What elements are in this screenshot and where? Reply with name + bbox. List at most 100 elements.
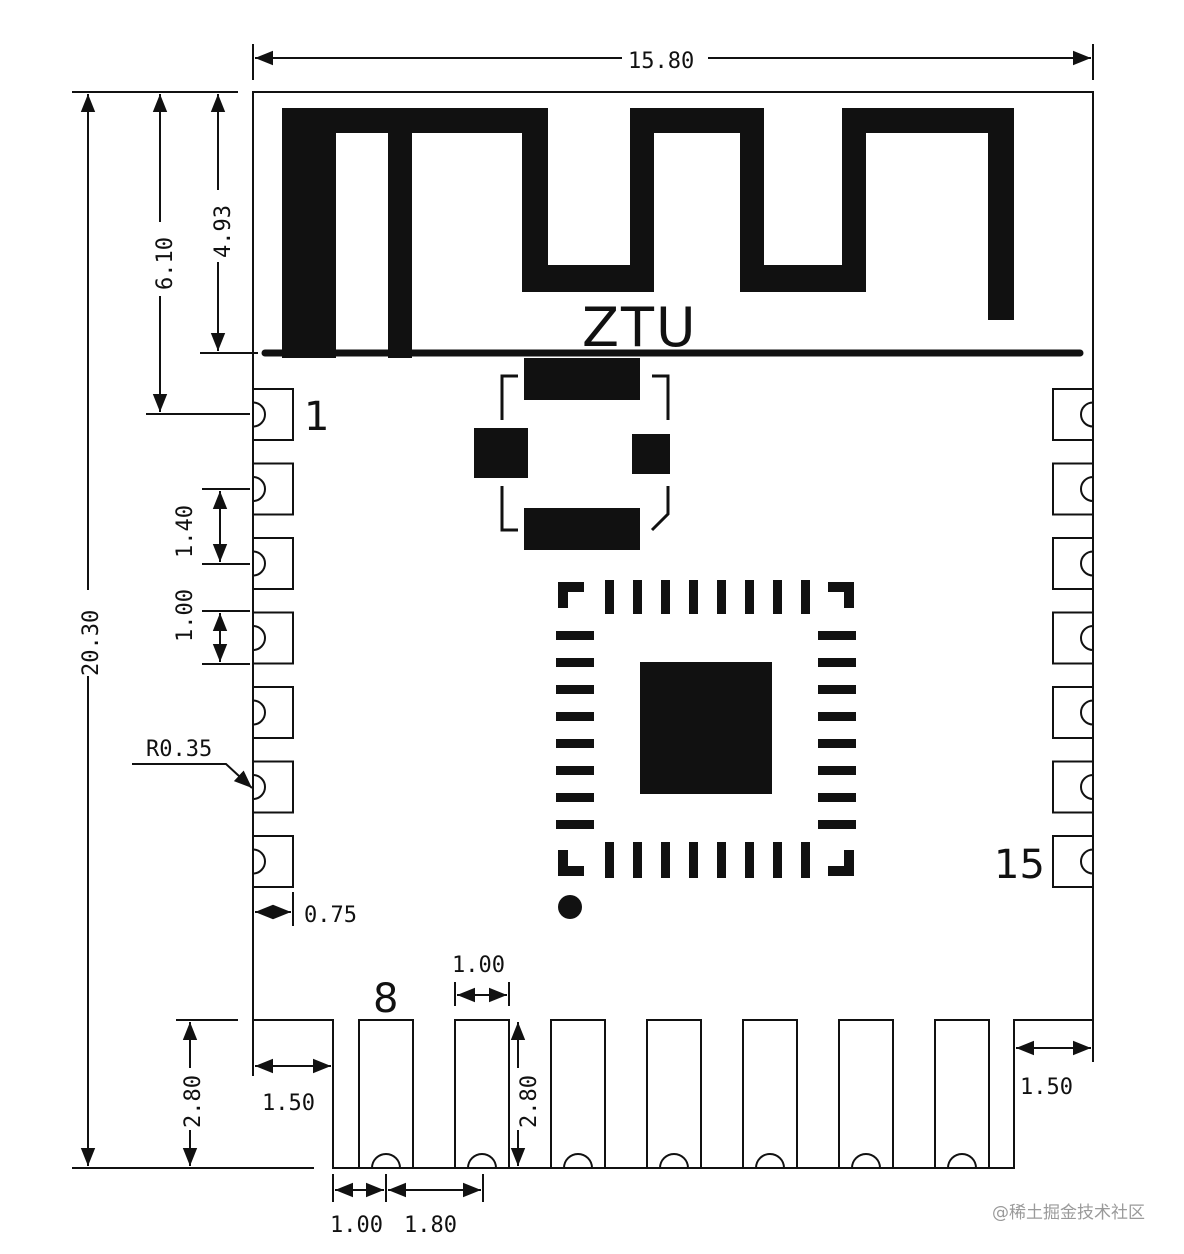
side-pad-left xyxy=(253,686,294,739)
dim-leg-height-mid: 2.80 xyxy=(510,1022,542,1166)
bottom-pad-hole xyxy=(659,1153,689,1169)
qfn-pin-left xyxy=(556,793,594,802)
watermark: @稀土掘金技术社区 xyxy=(992,1203,1145,1223)
dim-height: 20.30 xyxy=(72,91,314,1169)
dim-antenna-offset: 6.10 xyxy=(146,94,250,415)
bottom-pad-hole xyxy=(467,1153,497,1169)
qfn-pin-left xyxy=(556,658,594,667)
dim-bottom-pitch: 1.00 1.80 xyxy=(330,1174,484,1238)
side-pad-left xyxy=(253,537,294,590)
side-pad-left-hole xyxy=(252,401,266,428)
dim-antenna-height-label: 4.93 xyxy=(211,205,236,258)
side-pad-right-hole xyxy=(1080,848,1094,875)
side-pad-right-hole xyxy=(1080,625,1094,651)
qfn-pin-right xyxy=(818,712,856,721)
dim-bottom-pitch-label: 1.80 xyxy=(404,1213,457,1238)
side-pad-right xyxy=(1052,760,1093,814)
crystal-component xyxy=(474,358,670,550)
dim-leg-height-mid-label: 2.80 xyxy=(517,1075,542,1128)
side-pad-right xyxy=(1052,611,1093,665)
bottom-pad-hole xyxy=(947,1153,977,1169)
qfn-pin-top xyxy=(689,580,698,614)
dim-pitch-side: 1.40 xyxy=(173,488,250,565)
qfn-pin-right xyxy=(818,820,856,829)
qfn-pin-left xyxy=(556,820,594,829)
bottom-pad xyxy=(742,1019,798,1168)
side-pad-left-hole xyxy=(252,550,266,577)
qfn-pin-top xyxy=(605,580,614,614)
qfn-pin-left xyxy=(556,685,594,694)
qfn-pin-bottom xyxy=(773,842,782,878)
side-pad-right-hole xyxy=(1080,550,1094,577)
bottom-pad xyxy=(454,1019,510,1168)
qfn-pin-top xyxy=(633,580,642,614)
brand-label: ZTU xyxy=(582,296,698,359)
pin-15-label: 15 xyxy=(994,842,1045,888)
dim-margin-right-label: 1.50 xyxy=(1020,1075,1073,1100)
qfn-pin-right xyxy=(818,631,856,640)
side-pad-left-hole xyxy=(252,774,266,800)
qfn-pin-bottom xyxy=(605,842,614,878)
qfn-pin-bottom xyxy=(717,842,726,878)
side-pad-right-hole xyxy=(1080,774,1094,800)
dim-height-label: 20.30 xyxy=(79,610,104,676)
side-pads xyxy=(252,388,1094,888)
qfn-pin-top xyxy=(661,580,670,614)
side-pad-left-hole xyxy=(252,848,266,875)
qfn-pin-right xyxy=(818,685,856,694)
bottom-pad-hole xyxy=(371,1153,401,1169)
side-pad-left xyxy=(253,760,294,814)
side-pad-right xyxy=(1052,537,1093,590)
qfn-chip xyxy=(556,580,856,919)
dim-antenna-height: 4.93 xyxy=(200,94,258,354)
dim-pad-depth-label: 0.75 xyxy=(304,903,357,928)
dim-pad-width-bottom-label: 1.00 xyxy=(452,953,505,978)
dim-leg-height-left: 2.80 xyxy=(176,1019,238,1166)
qfn-pin-bottom xyxy=(801,842,810,878)
dim-margin-left-label: 1.50 xyxy=(262,1091,315,1116)
side-pad-left xyxy=(253,835,294,888)
side-pad-right-hole xyxy=(1080,476,1094,502)
dim-leg-height-left-label: 2.80 xyxy=(181,1075,206,1128)
bottom-pad xyxy=(838,1019,894,1168)
qfn-pin-top xyxy=(773,580,782,614)
bottom-pad-hole xyxy=(563,1153,593,1169)
side-pad-left xyxy=(253,462,294,516)
qfn-pin-bottom xyxy=(689,842,698,878)
qfn-pin-top xyxy=(745,580,754,614)
dim-pad-width-bottom: 1.00 xyxy=(452,953,510,1006)
bottom-pad xyxy=(934,1019,990,1168)
dim-radius: R0.35 xyxy=(132,737,253,789)
side-pad-left-hole xyxy=(252,699,266,726)
bottom-pad xyxy=(550,1019,606,1168)
qfn-pin-right xyxy=(818,739,856,748)
bottom-pad xyxy=(646,1019,702,1168)
side-pad-left xyxy=(253,388,294,441)
bottom-pad-hole xyxy=(755,1153,785,1169)
side-pad-right xyxy=(1052,686,1093,739)
qfn-pin-bottom xyxy=(633,842,642,878)
side-pad-right-hole xyxy=(1080,699,1094,726)
dim-pitch-side-label: 1.40 xyxy=(173,505,198,558)
dim-pad-width-side-label: 1.00 xyxy=(173,589,198,642)
side-pad-left xyxy=(253,611,294,665)
qfn-pin-left xyxy=(556,766,594,775)
qfn-pin-left xyxy=(556,739,594,748)
side-pad-right xyxy=(1052,462,1093,516)
qfn-pin-right xyxy=(818,793,856,802)
qfn-pin-right xyxy=(818,658,856,667)
qfn-pin-left xyxy=(556,712,594,721)
dim-bottom-pad-width-label: 1.00 xyxy=(330,1213,383,1238)
dim-antenna-offset-label: 6.10 xyxy=(153,237,178,290)
pin1-dot xyxy=(558,895,582,919)
side-pad-left-hole xyxy=(252,625,266,651)
thermal-pad xyxy=(640,662,772,794)
pin-1-label: 1 xyxy=(304,394,329,440)
side-pad-right xyxy=(1052,388,1093,441)
dim-radius-label: R0.35 xyxy=(146,737,212,762)
qfn-pin-left xyxy=(556,631,594,640)
dim-width: 15.80 xyxy=(252,44,1094,80)
side-pad-right-hole xyxy=(1080,401,1094,428)
board-outline xyxy=(252,91,1094,1169)
